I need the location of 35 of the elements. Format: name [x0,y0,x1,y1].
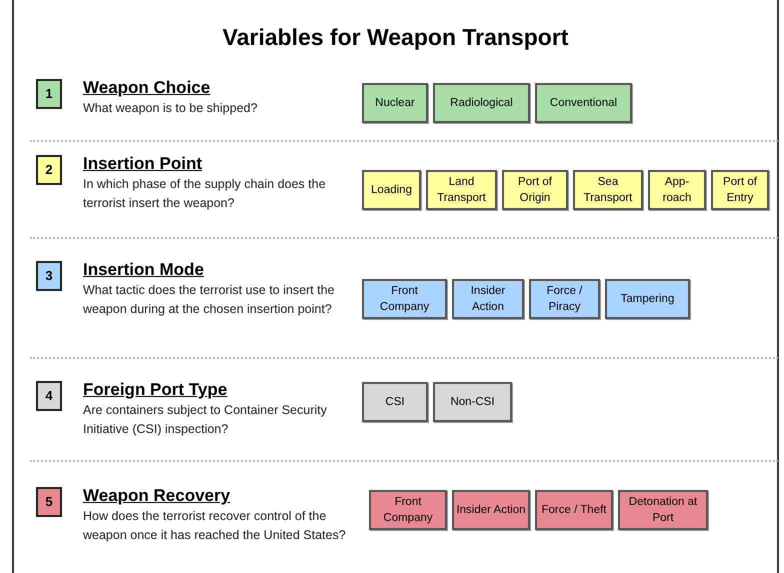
row-heading: Weapon Choice [83,77,212,99]
option-box: Insider Action [452,490,530,530]
option-box: CSI [362,382,428,422]
row-description: What tactic does the terrorist use to insert the weapon during at the chosen insertion point? [83,282,336,318]
row-description: In which phase of the supply chain does the terrorist insert the weapon? [83,176,327,212]
row-heading: Weapon Recovery [83,485,232,507]
option-box: Sea Transport [573,170,643,210]
option-box: Front Company [369,490,447,530]
number-box: 4 [36,381,62,411]
row-heading: Insertion Mode [83,259,205,281]
option-box: Insider Action [452,279,524,319]
option-box: Tampering [605,279,690,319]
row-heading: Foreign Port Type [83,379,228,401]
row-heading: Insertion Point [83,153,203,175]
row-description: What weapon is to be shipped? [83,100,258,117]
option-box: Force / Theft [535,490,613,530]
option-box: Land Transport [426,170,497,210]
option-box: Force / Piracy [529,279,600,319]
option-box: Front Company [362,279,447,319]
option-box: App- roach [648,170,706,210]
option-box: Nuclear [362,83,428,123]
option-box: Port of Origin [502,170,568,210]
row-description: How does the terrorist recover control of the weapon once it has reached the United States? [83,508,347,544]
option-box: Conventional [535,83,632,123]
option-box: Loading [362,170,421,210]
option-box: Port of Entry [711,170,769,210]
number-box: 2 [36,155,62,185]
number-box: 5 [36,487,62,517]
option-box: Non-CSI [433,382,512,422]
row-description: Are containers subject to Container Security Initiative (CSI) inspection? [83,402,328,438]
title: Variables for Weapon Transport [222,23,570,52]
number-box: 3 [36,261,62,291]
option-box: Detonation at Port [618,490,708,530]
option-box: Radiological [433,83,530,123]
number-box: 1 [36,79,62,109]
